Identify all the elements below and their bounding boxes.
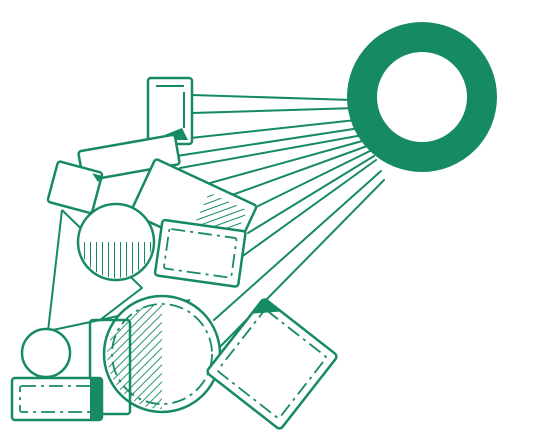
ray-1 [192, 95, 352, 100]
rounded-panel [206, 297, 339, 430]
bottom-left-card [12, 378, 102, 420]
hatched-circle [78, 204, 154, 280]
large-circle [104, 296, 220, 412]
ray-2 [192, 108, 356, 113]
ray-3 [172, 120, 356, 140]
ring [362, 37, 482, 157]
ray-8 [246, 150, 372, 212]
diamond-card [155, 220, 246, 287]
small-circle [22, 329, 70, 377]
